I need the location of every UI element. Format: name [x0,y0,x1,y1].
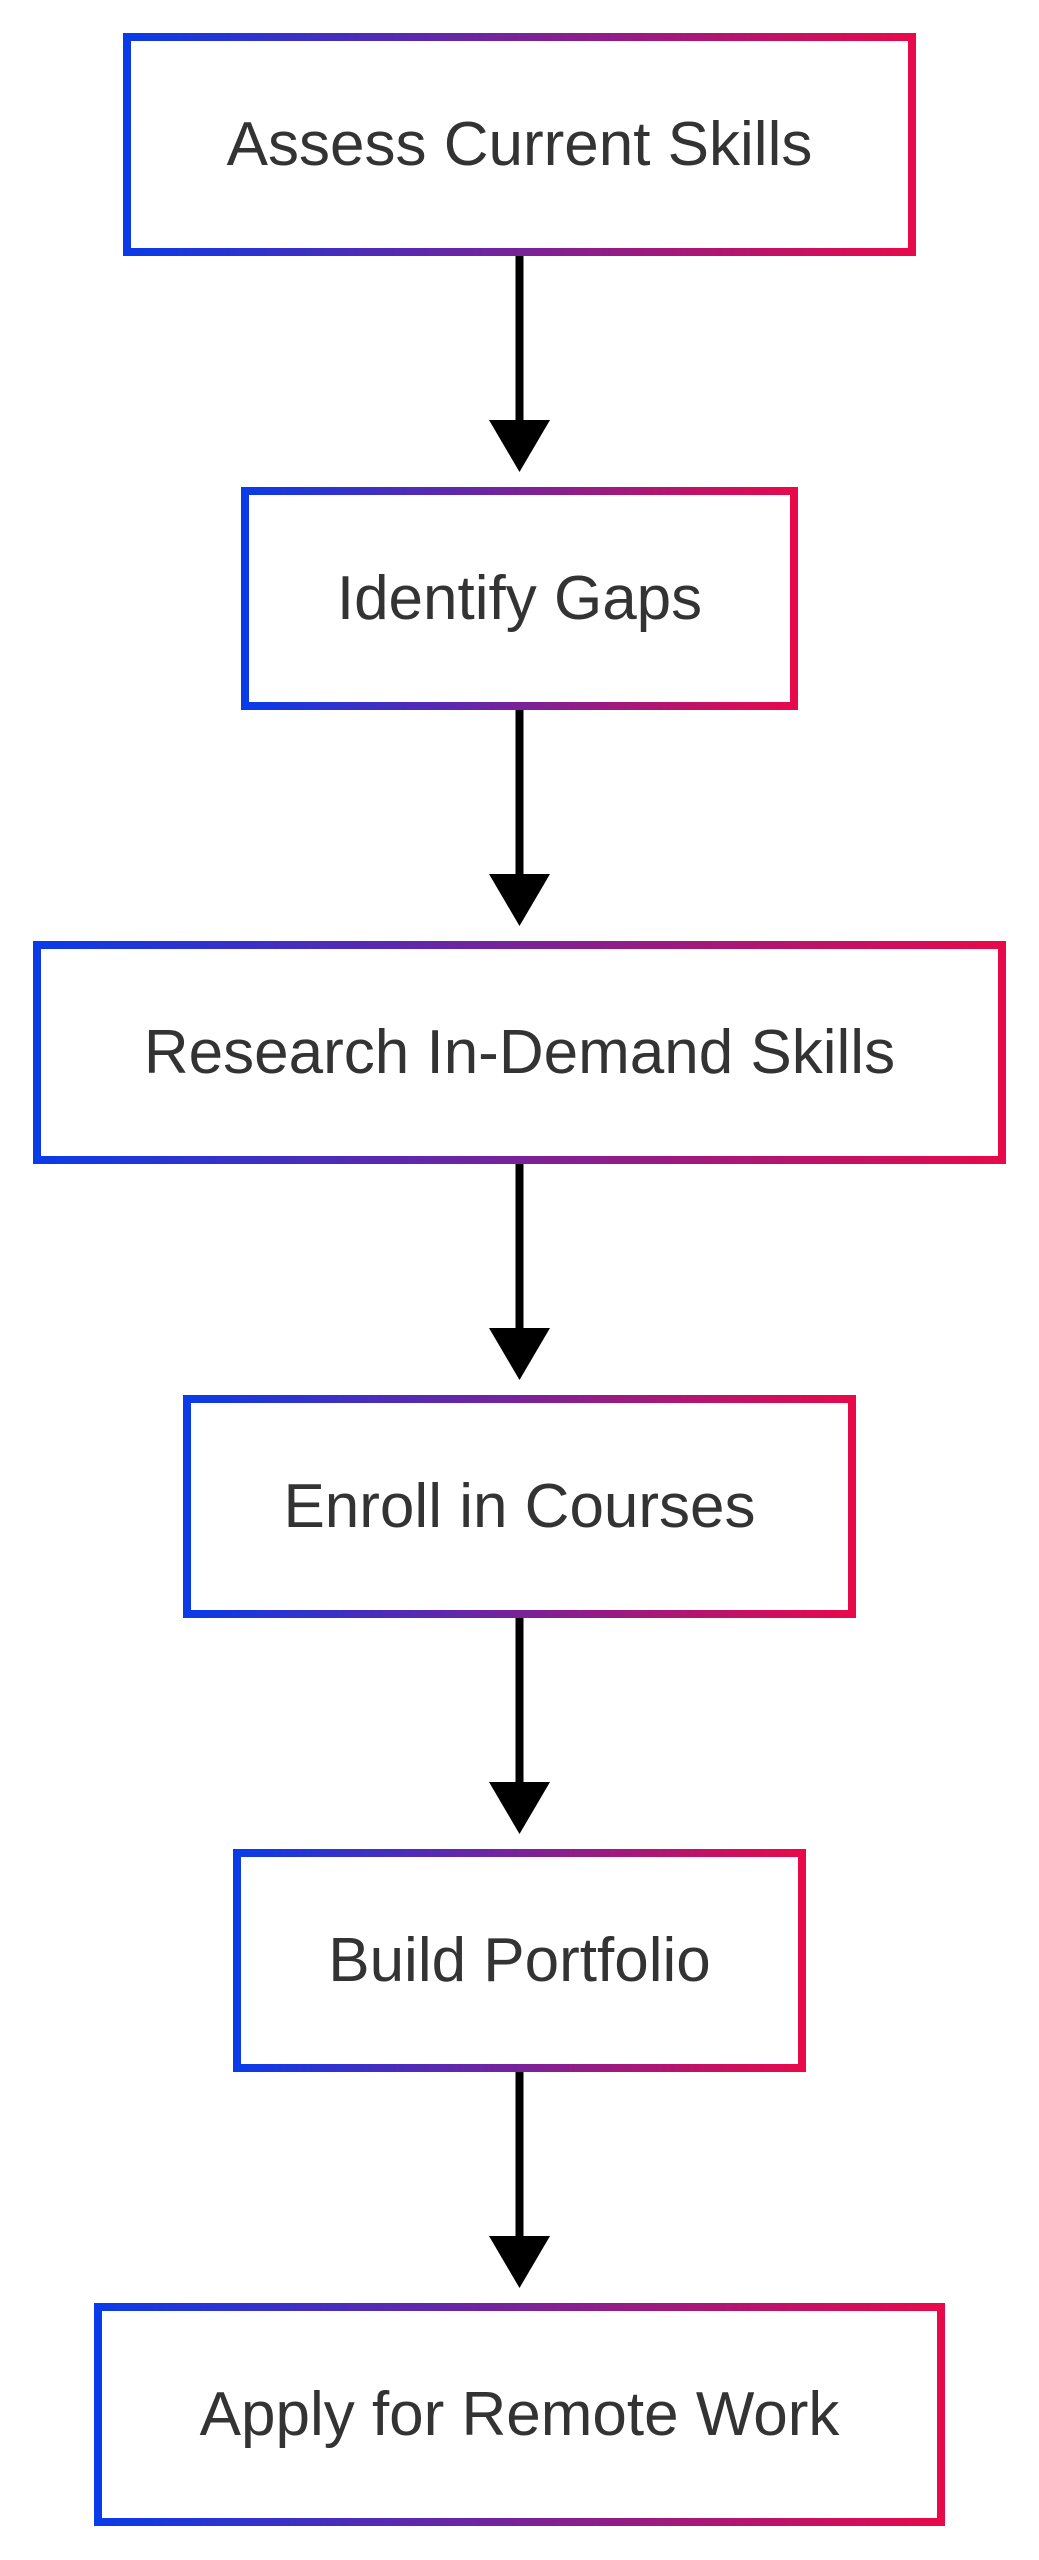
arrowhead-icon [489,1782,550,1834]
node-research-in-demand-skills: Research In-Demand Skills [33,941,1006,1164]
node-label: Apply for Remote Work [200,2380,841,2449]
node-label: Research In-Demand Skills [144,1018,895,1087]
node-enroll-in-courses: Enroll in Courses [183,1395,856,1618]
node-apply-for-remote-work: Apply for Remote Work [94,2303,945,2526]
node-label: Build Portfolio [328,1926,711,1995]
node-identify-gaps: Identify Gaps [241,487,798,710]
edge-n2-n3 [489,706,550,926]
nodes-layer: Assess Current Skills Identify Gaps Rese… [33,33,1006,2526]
node-box [183,1395,856,1618]
node-label: Enroll in Courses [283,1472,755,1541]
node-box [233,1849,806,2072]
edge-n5-n6 [489,2068,550,2288]
arrowhead-icon [489,1328,550,1380]
node-build-portfolio: Build Portfolio [233,1849,806,2072]
edge-n3-n4 [489,1160,550,1380]
node-assess-current-skills: Assess Current Skills [123,33,916,256]
node-box [123,33,916,256]
arrowhead-icon [489,2236,550,2288]
node-box [241,487,798,710]
arrowhead-icon [489,420,550,472]
edges-layer [489,252,550,2288]
node-box [33,941,1006,1164]
edge-n4-n5 [489,1614,550,1834]
edge-n1-n2 [489,252,550,472]
arrowhead-icon [489,874,550,926]
node-label: Identify Gaps [337,564,702,633]
node-box [94,2303,945,2526]
node-label: Assess Current Skills [227,110,813,179]
